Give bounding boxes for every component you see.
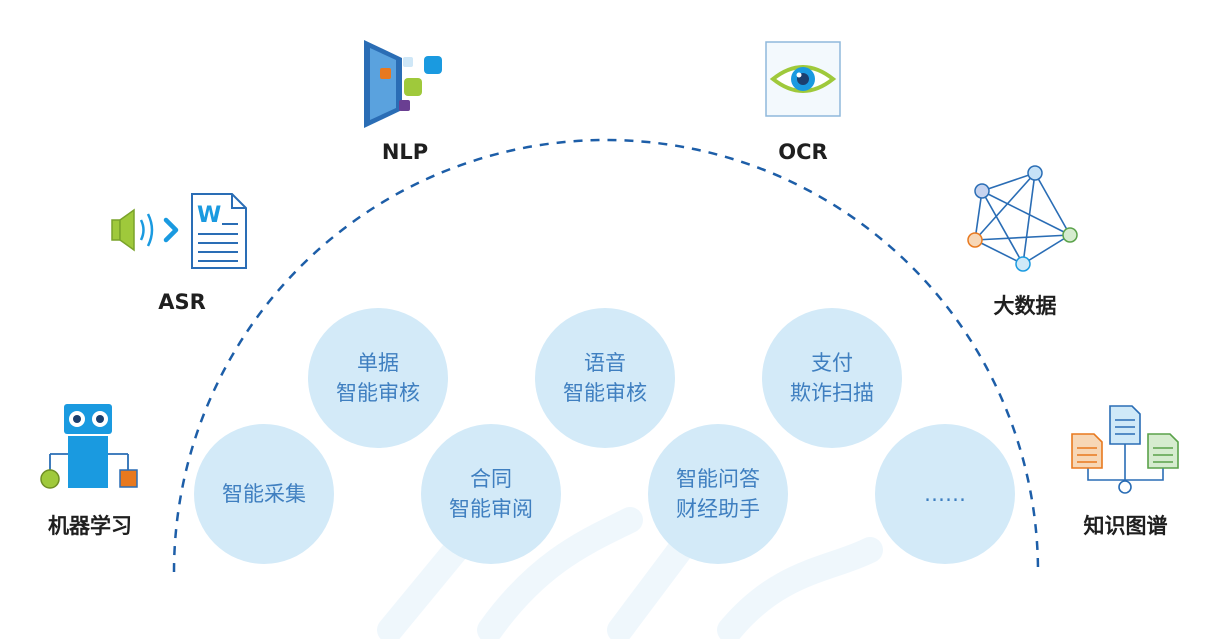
scenario-bubble-collection: 智能采集 [194, 424, 334, 564]
knowledge-tree-icon [1071, 405, 1179, 494]
asr-label: ASR [158, 290, 206, 314]
ml-label: 机器学习 [48, 514, 132, 538]
bubble-line: 智能问答 [676, 467, 760, 491]
bubble-line: 智能审阅 [449, 497, 533, 521]
network-graph-icon [967, 165, 1078, 272]
ocr-label: OCR [778, 140, 828, 164]
bubble-line: 合同 [470, 467, 512, 491]
bigdata-label: 大数据 [993, 294, 1057, 318]
scenario-bubble-document-review: 单据 智能审核 [308, 308, 448, 448]
bubble-line: 支付 [811, 351, 853, 375]
nlp-logo-icon [364, 40, 442, 128]
kg-label: 知识图谱 [1083, 514, 1168, 538]
bubble-line: 欺诈扫描 [790, 381, 874, 405]
svg-text:W: W [197, 203, 221, 228]
bubble-line: 智能审核 [336, 381, 420, 405]
bubble-line: 智能审核 [563, 381, 647, 405]
scenario-bubble-more: …… [875, 424, 1015, 564]
bubble-line: 单据 [357, 351, 399, 375]
scenario-bubble-contract-review: 合同 智能审阅 [421, 424, 561, 564]
bubble-line: 财经助手 [676, 497, 760, 521]
robot-icon [40, 404, 138, 489]
scenario-bubble-qa-assistant: 智能问答 财经助手 [648, 424, 788, 564]
bubble-line: 智能采集 [222, 482, 306, 506]
speech-to-document-icon: W [111, 193, 247, 269]
bubble-line: 语音 [584, 351, 626, 375]
scenario-bubble-fraud-scan: 支付 欺诈扫描 [762, 308, 902, 448]
scenario-bubble-voice-review: 语音 智能审核 [535, 308, 675, 448]
nlp-label: NLP [381, 140, 429, 164]
bubble-line: …… [924, 482, 966, 506]
eye-icon [765, 41, 841, 117]
